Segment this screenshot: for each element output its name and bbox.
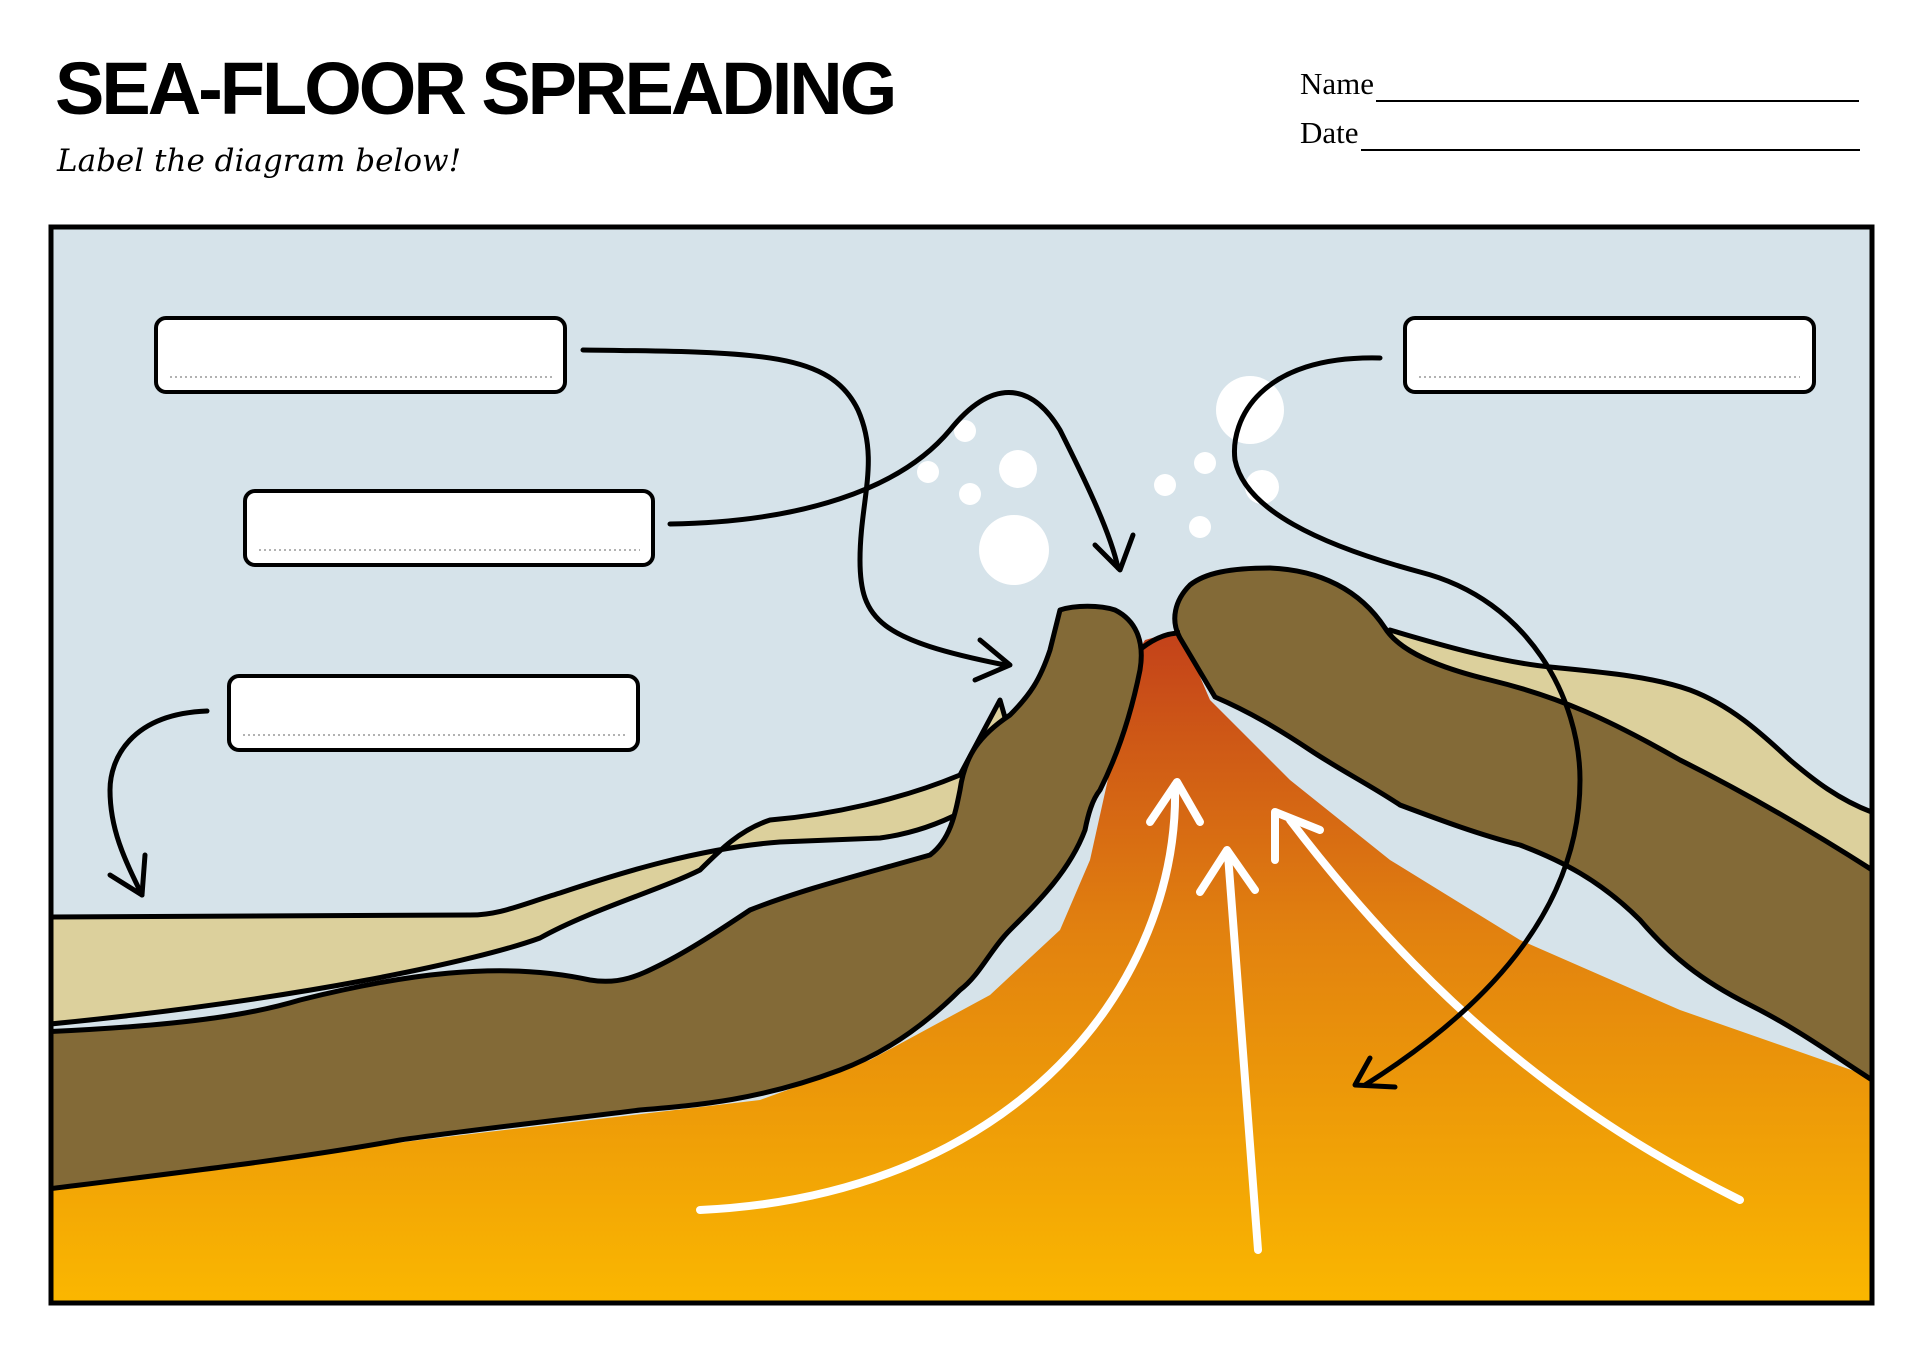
ridge-rim — [1140, 630, 1181, 650]
convection-arrow-left — [696, 781, 1180, 1214]
label-box-2[interactable] — [243, 489, 655, 567]
leader-arrow-box-2-head — [1092, 532, 1136, 573]
date-label: Date — [1300, 115, 1359, 150]
bubble — [1216, 376, 1284, 444]
bubble — [959, 483, 981, 505]
date-field[interactable]: Date — [1300, 115, 1860, 151]
date-underline[interactable] — [1360, 123, 1860, 151]
bubble — [1189, 516, 1211, 538]
leader-arrow-box-2 — [667, 390, 1121, 571]
page-subtitle: Label the diagram below! — [57, 143, 462, 179]
leader-arrow-box-4-head — [1352, 1055, 1398, 1090]
magma — [51, 630, 1872, 1303]
convection-arrow-center-head — [1196, 846, 1259, 896]
convection-arrow-right-head — [1271, 808, 1324, 864]
bubble — [1194, 452, 1216, 474]
name-label: Name — [1300, 66, 1375, 101]
leader-arrow-box-3 — [107, 708, 210, 898]
page-title: SEA-FLOOR SPREADING — [55, 47, 897, 130]
leader-arrow-box-1 — [580, 347, 1008, 668]
label-box-1[interactable] — [154, 316, 567, 394]
bubble — [1154, 474, 1176, 496]
diagram-frame — [48, 224, 1875, 1306]
name-field[interactable]: Name — [1300, 66, 1860, 102]
label-box-3[interactable] — [227, 674, 640, 752]
bubble — [954, 420, 976, 442]
left-crust — [51, 603, 1144, 1192]
label-box-4[interactable] — [1403, 316, 1816, 394]
right-crust — [1172, 565, 1872, 1083]
convection-arrow-right — [1286, 816, 1744, 1204]
convection-arrow-center — [1224, 851, 1262, 1254]
leader-arrow-box-1-head — [972, 637, 1013, 683]
name-underline[interactable] — [1376, 74, 1860, 102]
bubble — [917, 461, 939, 483]
left-sediment — [51, 697, 1023, 1027]
leader-arrow-box-4 — [1231, 355, 1583, 1088]
leader-arrow-box-3-head — [107, 852, 148, 898]
bubble — [979, 515, 1049, 585]
bubble — [999, 450, 1037, 488]
convection-arrow-left-head — [1146, 778, 1204, 826]
